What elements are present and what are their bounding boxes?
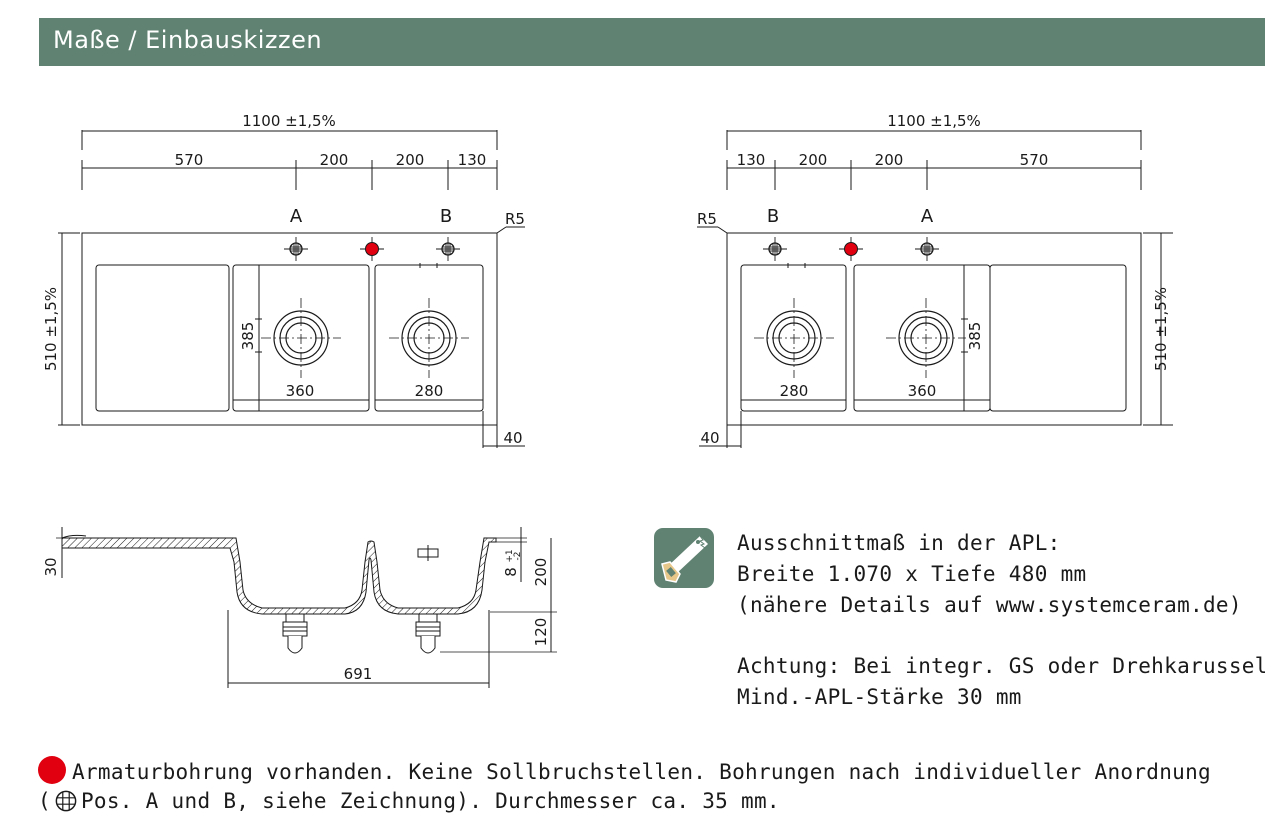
segment-label: 200 [799,151,828,169]
tap-hole-dot-icon [360,237,384,261]
legend-line-2: ( Pos. A und B, siehe Zeichnung). Durchm… [38,789,780,813]
knockout-grid-icon [915,237,939,261]
edge-offset-label: 40 [503,429,522,447]
overall-depth-label: 510 ±1,5% [1152,287,1170,371]
section-title: Maße / Einbauskizzen [53,26,323,54]
warning-info: Achtung: Bei integr. GS oder Drehkarusse… [737,651,1265,713]
knockout-grid-icon [284,237,308,261]
radius-label: R5 [505,210,525,228]
saw-icon [654,528,714,588]
knockout-grid-icon [436,237,460,261]
segment-label: 130 [737,151,766,169]
overall-width-label: 1100 ±1,5% [242,112,336,130]
thickness-label: 30 [42,557,60,576]
position-b-label: B [767,206,779,227]
tolerance-label: 8 [502,567,520,577]
section-drawing [56,527,557,688]
right-plan-drawing [697,130,1173,448]
bowl-width-label: 280 [780,382,809,400]
cutout-info: Ausschnittmaß in der APL: Breite 1.070 x… [737,528,1242,621]
left-plan-drawing [58,130,525,448]
segment-label: 200 [396,151,425,169]
knockout-grid-icon [55,790,77,812]
legend-text: Pos. A und B, siehe Zeichnung). Durchmes… [80,789,780,813]
bowl-width-label: 280 [415,382,444,400]
segment-label: 200 [320,151,349,169]
tolerance-minus-label: -2 [513,552,523,561]
drain-depth-label: 120 [532,618,550,647]
segment-label: 570 [175,151,204,169]
cutout-details: (nähere Details auf www.systemceram.de) [737,593,1242,617]
edge-offset-label: 40 [700,429,719,447]
warning-line: Achtung: Bei integr. GS oder Drehkarusse… [737,654,1265,678]
bowl-width-label: 360 [286,382,315,400]
cutout-size: Breite 1.070 x Tiefe 480 mm [737,562,1087,586]
depth-label: 200 [532,558,550,587]
segment-label: 130 [458,151,487,169]
cutout-title: Ausschnittmaß in der APL: [737,531,1061,555]
segment-label: 200 [875,151,904,169]
warning-thickness: Mind.-APL-Stärke 30 mm [737,685,1022,709]
legend-text: Armaturbohrung vorhanden. Keine Sollbruc… [72,760,1211,784]
legend-line-1: Armaturbohrung vorhanden. Keine Sollbruc… [38,756,1211,784]
section-header: Maße / Einbauskizzen [39,18,1265,66]
legend-paren: ( [38,789,51,813]
segment-label: 570 [1020,151,1049,169]
drain-icon [389,298,469,378]
overall-depth-label: 510 ±1,5% [42,287,60,371]
radius-label: R5 [697,210,717,228]
bowl-width-label: 360 [908,382,937,400]
knockout-grid-icon [763,237,787,261]
tap-hole-dot-icon [839,237,863,261]
drain-icon [754,298,834,378]
overall-width-label: 1100 ±1,5% [887,112,981,130]
bowl-depth-label: 385 [966,322,984,351]
position-a-label: A [290,206,303,227]
drain-icon [886,298,966,378]
drain-icon [261,298,341,378]
bowl-span-label: 691 [344,665,373,683]
tap-hole-dot-icon [38,756,66,784]
bowl-depth-label: 385 [239,322,257,351]
tolerance-plus-label: +1 [505,549,515,562]
position-a-label: A [921,206,934,227]
position-b-label: B [440,206,452,227]
